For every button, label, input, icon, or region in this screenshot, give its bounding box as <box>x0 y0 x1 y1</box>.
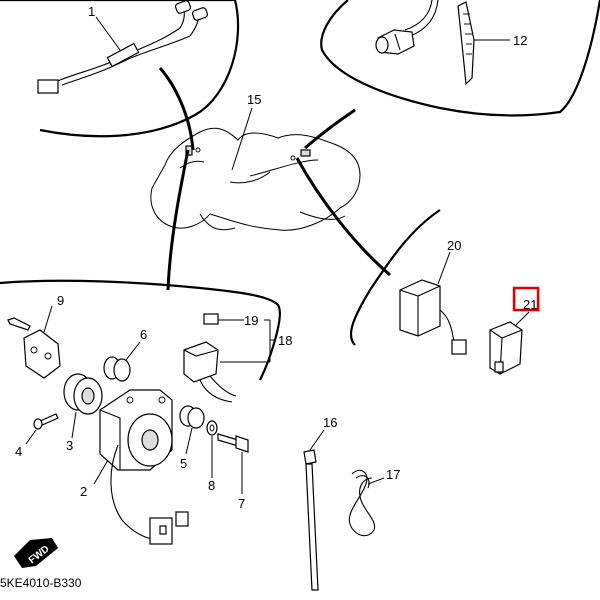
screw-part-4 <box>25 413 59 445</box>
callout-2: 2 <box>80 484 87 499</box>
callout-12: 12 <box>513 33 527 48</box>
callout-21: 21 <box>523 297 537 312</box>
callout-7: 7 <box>238 496 245 511</box>
flasher-part <box>489 311 530 375</box>
highlight-box-21 <box>512 286 540 312</box>
cable-tie-part-16 <box>303 429 325 591</box>
callout-5: 5 <box>180 456 187 471</box>
callout-19: 19 <box>244 313 258 328</box>
callout-8: 8 <box>208 478 215 493</box>
diagram-code: 5KE4010-B330 <box>0 576 82 590</box>
relay-part <box>399 251 467 355</box>
collar-part-6 <box>103 341 141 382</box>
forward-arrow-icon: FWD <box>14 538 58 568</box>
bolt-part-7 <box>217 433 249 494</box>
washer-part-8 <box>206 420 218 478</box>
callout-17: 17 <box>386 467 400 482</box>
detail-bubble-top-left <box>0 0 240 138</box>
clip-part-17 <box>348 469 385 537</box>
grommet-part-5 <box>179 405 205 455</box>
fuse-holder-part-18 <box>183 319 276 403</box>
starter-motor-part <box>93 389 189 545</box>
bulb-socket-part <box>375 0 439 55</box>
cable-strap-part <box>457 1 510 86</box>
callout-15: 15 <box>247 92 261 107</box>
detail-bubble-bottom-left <box>0 279 281 381</box>
callout-16: 16 <box>323 415 337 430</box>
fuse-part-19 <box>203 313 244 325</box>
wire-harness-part <box>37 0 209 94</box>
detail-bubble-top-right <box>320 0 600 117</box>
callout-6: 6 <box>140 327 147 342</box>
bolt-part-9 <box>7 305 53 333</box>
bearing-part-3 <box>63 373 103 439</box>
callout-3: 3 <box>66 438 73 453</box>
brush-holder-part <box>23 329 61 379</box>
callout-4: 4 <box>15 444 22 459</box>
detail-bubble-right <box>350 209 441 346</box>
callout-9: 9 <box>57 293 64 308</box>
callout-18: 18 <box>278 333 292 348</box>
callout-20: 20 <box>447 238 461 253</box>
callout-1: 1 <box>88 4 95 19</box>
